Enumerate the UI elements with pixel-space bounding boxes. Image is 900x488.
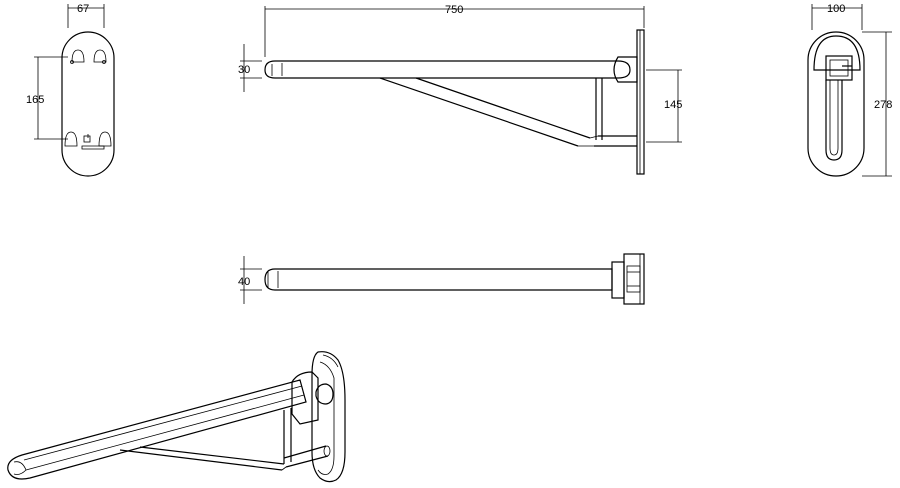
dimension-overall-length: 750	[445, 4, 463, 16]
dimension-cap-width: 100	[827, 3, 845, 15]
dimension-hole-spacing: 165	[26, 94, 44, 106]
dimension-tube-side: 30	[238, 64, 250, 76]
dimension-bracket-height: 145	[664, 99, 682, 111]
dimension-plate-height: 278	[874, 99, 892, 111]
isometric-view	[7, 351, 346, 483]
top-view: 40	[238, 253, 645, 305]
dimension-tube-top: 40	[238, 276, 250, 288]
end-view: 100 278	[807, 3, 892, 177]
wall-plate-front-view: 67 165	[26, 3, 115, 177]
side-elevation-view: 750 30 145	[238, 4, 682, 175]
dimension-plate-width: 67	[77, 3, 89, 15]
